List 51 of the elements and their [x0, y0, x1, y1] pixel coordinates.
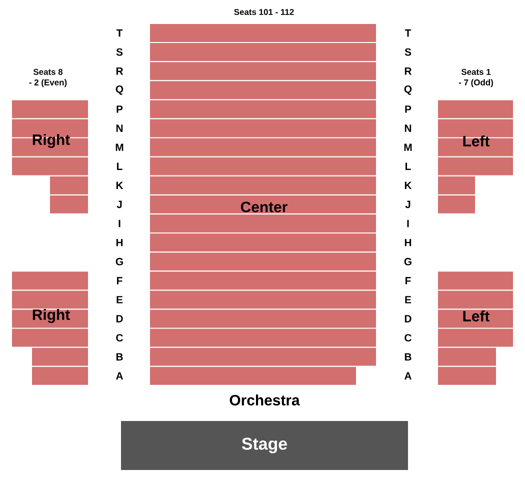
area-label: Orchestra [230, 394, 300, 406]
row-letter: K [404, 182, 412, 189]
row-letter: B [404, 353, 412, 360]
row-letter: P [405, 106, 412, 113]
seats-label: Seats 101 - 112 [234, 9, 294, 15]
stage-box: Stage [121, 421, 408, 470]
row-letter: E [116, 296, 123, 304]
row-letter: J [405, 200, 410, 208]
seating-section: Right [12, 100, 88, 214]
row-letter: C [116, 334, 123, 342]
seating-section: Center [150, 24, 376, 385]
row-letter: K [116, 182, 124, 189]
row-letter: J [116, 200, 122, 208]
row-letter: F [117, 277, 122, 284]
row-letter: N [116, 124, 123, 132]
node-label: Right [32, 308, 70, 323]
seats-label: Seats 1 - 7 (Odd) [458, 68, 493, 88]
row-letter: Q [404, 85, 412, 95]
row-letter: B [116, 353, 123, 360]
row-letter: T [116, 29, 123, 37]
row-letter: A [404, 372, 412, 380]
row-letter: Q [116, 85, 124, 95]
row-letter: I [407, 220, 409, 228]
seating-section: Left [438, 100, 513, 214]
row-letter: S [116, 48, 123, 56]
seats-label: Seats 8 - 2 (Even) [29, 68, 67, 88]
row-letter: F [406, 277, 411, 284]
row-letter: H [404, 238, 412, 246]
row-letter: E [405, 296, 412, 304]
row-letter: N [404, 124, 412, 132]
row-letter: C [404, 334, 412, 342]
row-letter: D [404, 315, 412, 322]
row-letter: L [117, 162, 122, 170]
row-letter: A [116, 372, 123, 380]
row-letter: H [116, 238, 123, 246]
row-letter: L [406, 162, 411, 170]
node-label: Left [463, 310, 490, 322]
seating-section: Left [438, 272, 513, 385]
row-letter: T [404, 29, 412, 37]
seating-section: Right [12, 272, 88, 385]
row-letter: M [404, 144, 412, 151]
node-label: Center [240, 202, 288, 212]
row-letter: P [116, 106, 123, 113]
row-letter: S [404, 48, 412, 56]
row-letter: G [404, 258, 412, 266]
row-letter: I [118, 220, 120, 228]
row-letter: R [116, 68, 124, 75]
row-letter: R [404, 68, 412, 75]
row-letter: D [116, 315, 123, 322]
row-letter: G [116, 258, 123, 266]
row-letter: M [116, 144, 124, 151]
